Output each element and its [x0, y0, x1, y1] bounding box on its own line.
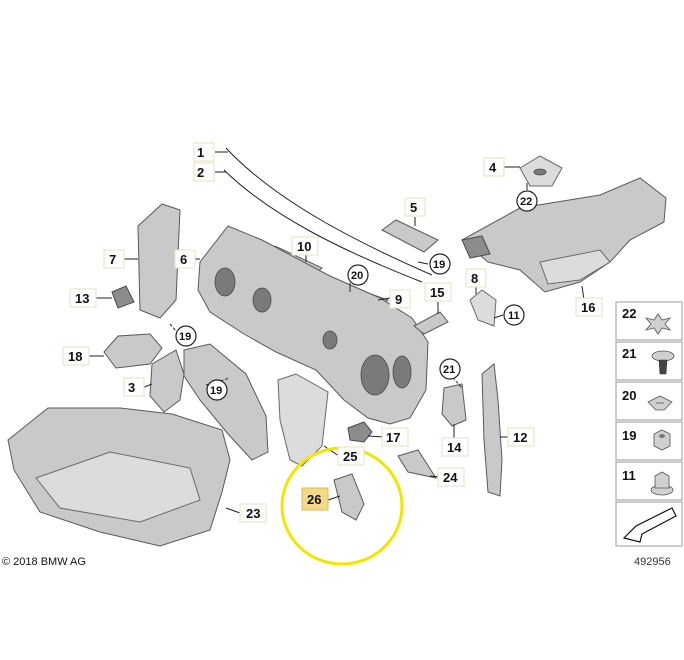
callout-label: 23: [246, 506, 260, 521]
callout-15[interactable]: 15: [424, 282, 452, 302]
callout-label: 6: [180, 252, 187, 267]
callout-label: 12: [513, 430, 527, 445]
callout-label: 26: [307, 492, 321, 507]
part-15-bracket[interactable]: [413, 311, 449, 335]
callout-18[interactable]: 18: [62, 346, 90, 366]
part-13-clip[interactable]: [111, 285, 135, 309]
callout-26[interactable]: 26: [301, 487, 329, 511]
circled-ref-label: 21: [443, 364, 455, 376]
callout-12[interactable]: 12: [507, 427, 535, 447]
callout-label: 2: [197, 165, 204, 180]
flange-nut-icon: [650, 471, 674, 496]
circled-ref-19-top[interactable]: 19: [429, 253, 451, 275]
part-strut: [183, 343, 269, 461]
callout-14[interactable]: 14: [441, 437, 469, 457]
callout-label: 14: [447, 440, 462, 455]
circled-ref-19-mid[interactable]: 19: [206, 379, 228, 401]
circled-ref-label: 19: [210, 385, 222, 397]
callout-label: 5: [410, 200, 417, 215]
callout-8[interactable]: 8: [465, 268, 487, 288]
circled-ref-19-left[interactable]: 19: [175, 325, 197, 347]
circled-ref-label: 20: [351, 270, 363, 282]
callout-6[interactable]: 6: [174, 249, 196, 269]
callout-label: 16: [581, 300, 595, 315]
legend-label: 11: [622, 468, 636, 483]
callout-label: 25: [343, 449, 357, 464]
callout-1[interactable]: 1: [193, 142, 215, 162]
callout-label: 4: [489, 160, 497, 175]
part-17-block[interactable]: [347, 421, 373, 443]
circled-ref-20[interactable]: 20: [347, 264, 369, 286]
callout-3[interactable]: 3: [123, 377, 145, 397]
part-8-bracket[interactable]: [469, 289, 497, 327]
legend-label: 21: [622, 346, 636, 361]
circled-ref-label: 11: [508, 310, 520, 322]
circled-ref-label: 19: [179, 331, 191, 343]
callout-label: 8: [471, 271, 478, 286]
callout-label: 7: [109, 252, 116, 267]
circled-ref-label: 19: [433, 259, 445, 271]
part-26-piece[interactable]: [333, 473, 365, 521]
circled-ref-11[interactable]: 11: [503, 304, 525, 326]
callout-label: 15: [430, 285, 444, 300]
callout-label: 1: [197, 145, 204, 160]
push-rivet-icon: [651, 350, 675, 375]
callout-4[interactable]: 4: [483, 157, 505, 177]
part-1-seal-strip[interactable]: [225, 147, 433, 276]
callout-23[interactable]: 23: [239, 503, 267, 523]
legend-row-19[interactable]: 19: [615, 421, 683, 461]
copyright-text: © 2018 BMW AG: [2, 556, 86, 568]
legend-row-22[interactable]: 22: [615, 301, 683, 341]
part-16-heat-shield[interactable]: [461, 177, 667, 293]
circled-ref-22[interactable]: 22: [516, 190, 538, 212]
callout-2[interactable]: 2: [193, 162, 215, 182]
nut-icon: [653, 429, 671, 451]
legend-label: 20: [622, 388, 636, 403]
callout-17[interactable]: 17: [381, 427, 409, 447]
callout-9[interactable]: 9: [389, 289, 411, 309]
callout-24[interactable]: 24: [437, 467, 465, 487]
legend-row-11[interactable]: 11: [615, 461, 683, 501]
star-clip-icon: [647, 395, 673, 411]
legend-row-arrow: [615, 501, 683, 547]
callout-label: 3: [128, 380, 135, 395]
part-24-piece[interactable]: [397, 449, 438, 479]
callout-label: 13: [75, 291, 89, 306]
legend: 22 21 20 19: [615, 301, 683, 547]
callout-25[interactable]: 25: [337, 446, 365, 466]
callout-label: 18: [68, 349, 82, 364]
circled-ref-label: 22: [520, 196, 532, 208]
callout-16[interactable]: 16: [575, 297, 603, 317]
part-18-bracket[interactable]: [103, 333, 163, 369]
circled-ref-21[interactable]: 21: [439, 358, 461, 380]
callout-10[interactable]: 10: [291, 236, 319, 256]
callout-label: 10: [297, 239, 311, 254]
part-3-brace[interactable]: [149, 349, 185, 413]
callout-label: 17: [386, 430, 400, 445]
callout-label: 24: [443, 470, 458, 485]
part-14-bracket[interactable]: [441, 383, 467, 427]
legend-label: 22: [622, 306, 636, 321]
part-2-seal-strip[interactable]: [223, 169, 423, 283]
callout-label: 9: [395, 292, 402, 307]
legend-label: 19: [622, 428, 636, 443]
document-number: 492956: [634, 556, 671, 568]
callout-13[interactable]: 13: [69, 288, 97, 308]
clip-icon: [644, 313, 672, 335]
direction-arrow-icon: [622, 507, 677, 543]
part-7-side-panel[interactable]: [137, 203, 181, 319]
callout-7[interactable]: 7: [103, 249, 125, 269]
part-12-strip[interactable]: [481, 363, 503, 497]
legend-row-21[interactable]: 21: [615, 341, 683, 381]
legend-row-20[interactable]: 20: [615, 381, 683, 421]
part-5-strip[interactable]: [381, 219, 439, 253]
callout-5[interactable]: 5: [404, 197, 426, 217]
